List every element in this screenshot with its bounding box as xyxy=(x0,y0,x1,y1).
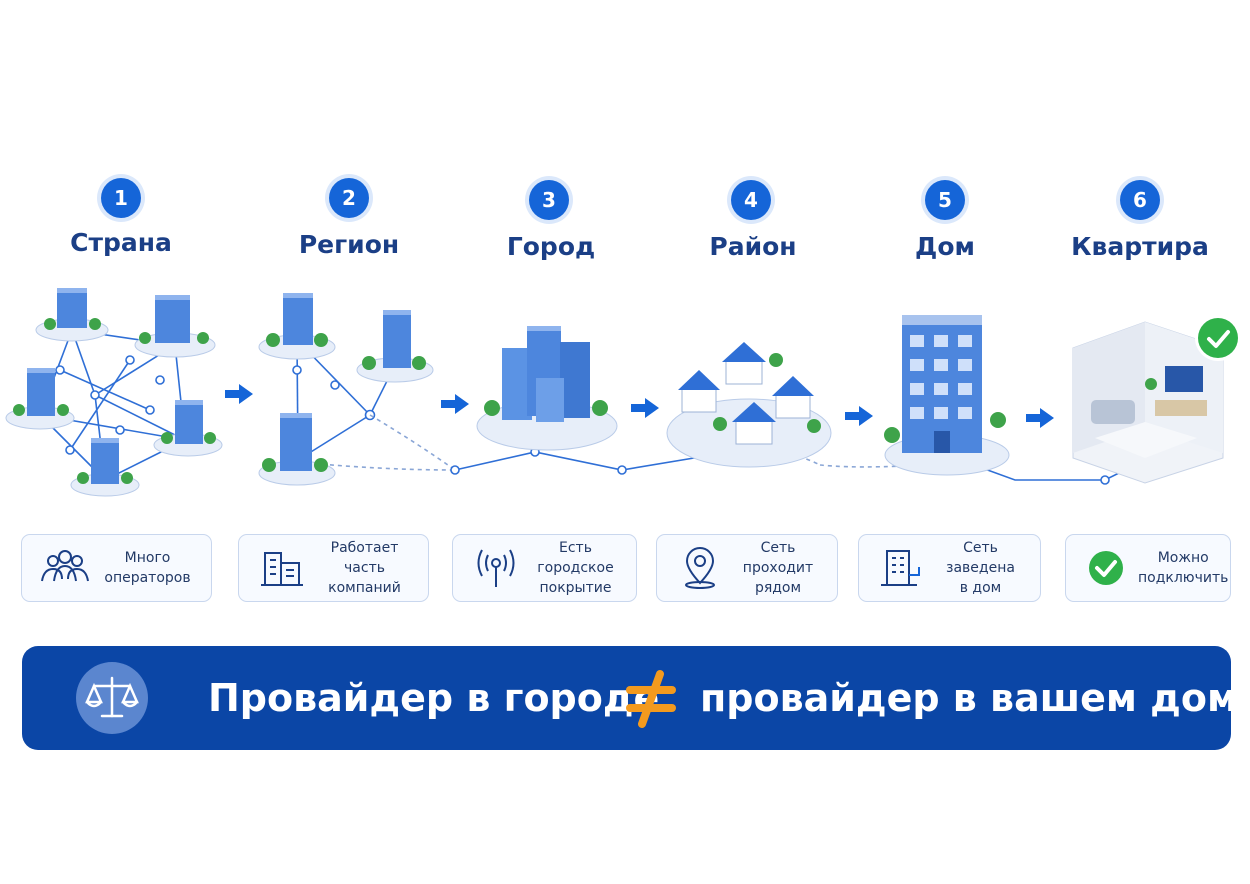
antenna-icon xyxy=(477,549,515,587)
apartment-illustration xyxy=(1072,321,1224,484)
arrow-icon xyxy=(441,394,469,414)
region-illustration xyxy=(258,293,434,486)
banner-right-text: провайдер в вашем доме xyxy=(700,676,1250,720)
step-2-card: Работает часть компаний xyxy=(238,534,429,602)
not-equal-sign xyxy=(626,670,676,728)
step-5-caption: Сеть заведена в дом xyxy=(946,540,1015,596)
country-network-illustration xyxy=(5,288,223,497)
step-1-title: Страна xyxy=(70,228,172,257)
step-4-title: Район xyxy=(709,232,797,261)
people-icon xyxy=(41,550,89,582)
step-1-card: Много операторов xyxy=(21,534,212,602)
step-3-badge: 3 xyxy=(529,180,569,220)
step-6-caption: Можно подключить xyxy=(1138,550,1229,586)
step-3-title: Город xyxy=(506,232,596,261)
step-1-caption: Много операторов xyxy=(104,550,191,586)
step-4-caption: Сеть проходит рядом xyxy=(742,540,814,596)
step-2-title: Регион xyxy=(298,230,400,259)
summary-banner: Провайдер в городе провайдер в вашем дом… xyxy=(22,646,1250,750)
banner-left-text: Провайдер в городе xyxy=(208,676,660,720)
step-6-card: Можно подключить xyxy=(1065,534,1231,602)
district-illustration xyxy=(666,342,832,468)
check-circle-icon xyxy=(1089,551,1123,585)
step-6-title: Квартира xyxy=(1071,232,1209,261)
arrow-icon xyxy=(845,406,873,426)
office-buildings-icon xyxy=(261,552,303,586)
step-6-badge: 6 xyxy=(1120,180,1160,220)
step-5-title: Дом xyxy=(915,232,975,261)
step-2-caption: Работает часть компаний xyxy=(328,540,401,596)
scales-icon xyxy=(76,662,148,734)
step-3-card: Есть городское покрытие xyxy=(452,534,637,602)
arrow-icon xyxy=(631,398,659,418)
step-4-card: Сеть проходит рядом xyxy=(656,534,838,602)
step-5-badge: 5 xyxy=(925,180,965,220)
step-3-caption: Есть городское покрытие xyxy=(537,540,614,596)
arrow-icon xyxy=(225,384,253,404)
location-pin-icon xyxy=(685,547,715,589)
step-4-badge: 4 xyxy=(731,180,771,220)
check-badge-icon xyxy=(1198,318,1238,358)
step-1-badge: 1 xyxy=(101,178,141,218)
step-5-card: Сеть заведена в дом xyxy=(858,534,1041,602)
building-cable-icon xyxy=(881,550,920,586)
building-illustration xyxy=(884,315,1010,476)
arrow-icon xyxy=(1026,408,1054,428)
step-2-badge: 2 xyxy=(329,178,369,218)
city-illustration xyxy=(476,326,618,451)
